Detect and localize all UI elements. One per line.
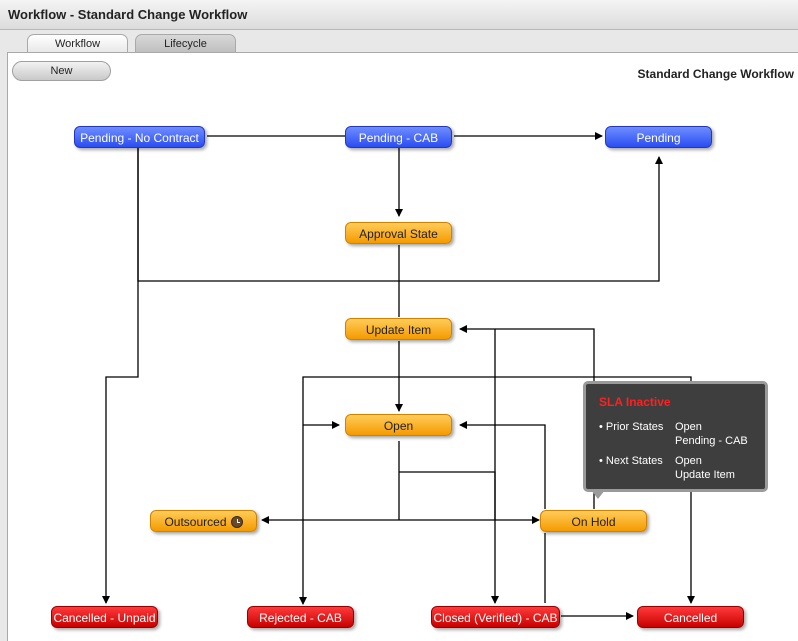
tab-workflow[interactable]: Workflow <box>27 34 128 54</box>
state-pending-cab[interactable]: Pending - CAB <box>345 126 452 148</box>
workflow-panel: New Standard Change Workflow <box>7 52 798 641</box>
state-outsourced[interactable]: Outsourced <box>150 510 257 532</box>
edge-open-junction <box>399 471 496 520</box>
clock-icon <box>230 516 243 528</box>
outsourced-label: Outsourced <box>164 515 227 529</box>
prior-state-item: Open <box>675 421 702 433</box>
window-title: Workflow - Standard Change Workflow <box>0 0 798 30</box>
next-state-item: Update Item <box>675 469 735 481</box>
state-on-hold[interactable]: On Hold <box>540 510 647 532</box>
prior-states-label: • Prior States <box>599 421 664 433</box>
state-approval-state[interactable]: Approval State <box>345 222 452 244</box>
state-closed-verified-cab[interactable]: Closed (Verified) - CAB <box>431 606 560 628</box>
sla-tooltip: SLA Inactive • Prior States Open Pending… <box>583 381 768 499</box>
workflow-title: Standard Change Workflow <box>637 67 794 81</box>
next-state-item: Open <box>675 455 702 467</box>
state-pending[interactable]: Pending <box>605 126 712 148</box>
state-open[interactable]: Open <box>345 414 452 436</box>
state-cancelled[interactable]: Cancelled <box>637 606 744 628</box>
tab-lifecycle[interactable]: Lifecycle <box>135 34 236 54</box>
edge-right-to-open <box>459 421 546 509</box>
next-states-label: • Next States <box>599 455 663 467</box>
prior-state-item: Pending - CAB <box>675 435 748 447</box>
state-pending-no-contract[interactable]: Pending - No Contract <box>74 126 205 148</box>
edge-pnc-to-cancelled-unpaid <box>102 148 139 604</box>
new-button[interactable]: New <box>12 61 111 81</box>
tooltip-pointer <box>591 490 605 499</box>
state-update-item[interactable]: Update Item <box>345 318 452 340</box>
tooltip-title: SLA Inactive <box>599 395 671 409</box>
state-cancelled-unpaid[interactable]: Cancelled - Unpaid <box>51 606 158 628</box>
state-rejected-cab[interactable]: Rejected - CAB <box>247 606 354 628</box>
edge-onhold-to-update <box>459 325 595 509</box>
